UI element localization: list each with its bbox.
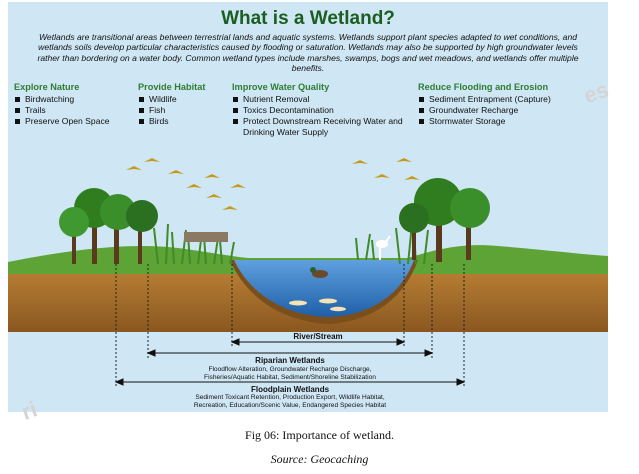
floodplain-wetlands-desc: Sediment Toxicant Retention, Production … [193, 394, 387, 410]
fish [289, 300, 307, 306]
benefit-heading: Improve Water Quality [232, 82, 330, 92]
boardwalk [184, 232, 228, 242]
river-dimension-arrow [230, 338, 406, 346]
river-water [234, 260, 414, 317]
benefit-item: Wildlife [138, 94, 238, 105]
benefit-item: Protect Downstream Receiving Water and D… [232, 116, 412, 138]
benefit-item: Trails [14, 105, 144, 116]
floodplain-dimension-arrow [114, 378, 466, 386]
benefit-reduce-flooding: Reduce Flooding and Erosion Sediment Ent… [418, 82, 598, 127]
riparian-wetlands-label: Riparian Wetlands [255, 356, 325, 365]
duck [310, 267, 316, 273]
tree-cluster-left [59, 188, 158, 264]
benefit-item: Toxics Decontamination [232, 105, 412, 116]
fish [330, 306, 346, 312]
intro-paragraph: Wetlands are transitional areas between … [37, 32, 579, 74]
benefit-item: Preserve Open Space [14, 116, 144, 127]
wetland-cross-section [8, 158, 608, 386]
figure-source: Source: Geocaching [270, 452, 369, 466]
benefit-provide-habitat: Provide Habitat Wildlife Fish Birds [138, 82, 238, 127]
benefit-improve-water-quality: Improve Water Quality Nutrient Removal T… [232, 82, 412, 138]
benefit-item: Birds [138, 116, 238, 127]
benefit-heading: Provide Habitat [138, 82, 206, 92]
benefit-heading: Explore Nature [14, 82, 80, 92]
floodplain-wetlands-label: Floodplain Wetlands [250, 385, 330, 394]
figure-caption: Fig 06: Importance of wetland. [245, 428, 394, 442]
diagram-title: What is a Wetland? [221, 8, 395, 29]
riparian-dimension-arrow [146, 349, 434, 357]
heron [376, 235, 391, 260]
fish [319, 298, 337, 304]
wetland-infographic: What is a Wetland? Wetlands are transiti… [8, 2, 608, 412]
tree-cluster-right [399, 178, 490, 262]
land-surface [8, 245, 608, 274]
benefit-explore-nature: Explore Nature Birdwatching Trails Prese… [14, 82, 144, 127]
benefit-item: Fish [138, 105, 238, 116]
benefit-item: Groundwater Recharge [418, 105, 598, 116]
benefit-item: Birdwatching [14, 94, 144, 105]
dimension-lines [115, 264, 465, 386]
benefit-heading: Reduce Flooding and Erosion [418, 82, 549, 92]
benefit-item: Nutrient Removal [232, 94, 412, 105]
benefit-item: Sediment Entrapment (Capture) [418, 94, 598, 105]
duck [312, 270, 328, 278]
flying-birds [126, 158, 420, 210]
river-stream-label: River/Stream [293, 332, 343, 341]
benefit-item: Stormwater Storage [418, 116, 598, 127]
riparian-wetlands-desc: Floodflow Alteration, Groundwater Rechar… [204, 366, 376, 382]
